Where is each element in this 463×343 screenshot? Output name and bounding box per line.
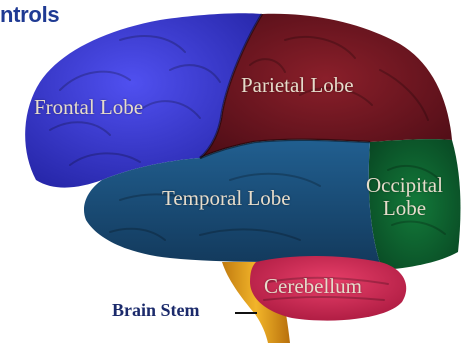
temporal-lobe-label: Temporal Lobe: [162, 187, 291, 210]
brain-stem-label: Brain Stem: [112, 300, 200, 321]
frontal-lobe-label: Frontal Lobe: [34, 96, 143, 119]
occipital-lobe-label: Occipital Lobe: [366, 174, 443, 219]
cerebellum-label: Cerebellum: [264, 275, 362, 298]
brain-stem-pointer-line: [235, 312, 257, 314]
parietal-lobe-label: Parietal Lobe: [241, 74, 354, 97]
